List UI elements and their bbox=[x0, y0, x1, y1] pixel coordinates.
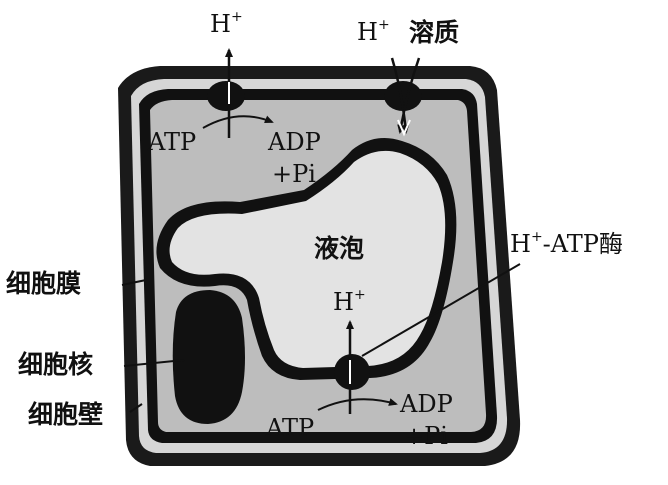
h-atpase-leader bbox=[361, 263, 521, 357]
pi-label-top: +Pi bbox=[272, 160, 316, 188]
h-plus-text: H bbox=[357, 18, 378, 46]
atp-hydrolysis-arrow-top bbox=[202, 115, 274, 129]
nucleus-label: 细胞核 bbox=[18, 350, 94, 379]
h-text: H bbox=[510, 230, 531, 258]
solute-transporter bbox=[384, 81, 422, 111]
nucleus-leader bbox=[123, 359, 185, 367]
cell-membrane-leader bbox=[121, 279, 147, 286]
adp-label-top: ADP bbox=[268, 128, 321, 156]
cell-wall-leader bbox=[129, 403, 143, 413]
plus-superscript: + bbox=[530, 229, 543, 245]
pi-label-bottom: +Pi bbox=[404, 422, 448, 450]
h-plus-label-top-right: H+ bbox=[357, 17, 390, 46]
atp-hydrolysis-arrow-bottom bbox=[317, 398, 398, 411]
atp-label-top: ATP bbox=[148, 128, 197, 156]
vacuole-label: 液泡 bbox=[314, 234, 365, 263]
nucleus bbox=[172, 290, 245, 424]
h-atpase-pump-vacuole bbox=[334, 354, 370, 390]
plus-superscript: + bbox=[377, 17, 390, 33]
arrow-highlight bbox=[397, 119, 411, 137]
h-atpase-pump-top bbox=[207, 81, 245, 111]
cell-wall-label: 细胞壁 bbox=[28, 400, 104, 429]
h-plus-text: H bbox=[210, 10, 231, 38]
h-plus-label-vacuole: H+ bbox=[333, 287, 366, 316]
adp-label-bottom: ADP bbox=[400, 390, 453, 418]
cell-membrane-label: 细胞膜 bbox=[6, 269, 82, 298]
atpase-text: -ATP酶 bbox=[542, 230, 623, 258]
atp-label-bottom: ATP bbox=[266, 414, 315, 442]
plus-superscript: + bbox=[230, 9, 243, 25]
h-plus-influx-arrow bbox=[390, 57, 410, 134]
plus-superscript: + bbox=[353, 287, 366, 303]
solute-influx-arrow bbox=[397, 57, 421, 134]
solute-label: 溶质 bbox=[409, 18, 460, 47]
h-atpase-label: H+-ATP酶 bbox=[510, 229, 623, 258]
h-plus-text: H bbox=[333, 288, 354, 316]
vacuole bbox=[169, 150, 446, 368]
h-plus-label-top-left: H+ bbox=[210, 9, 243, 38]
